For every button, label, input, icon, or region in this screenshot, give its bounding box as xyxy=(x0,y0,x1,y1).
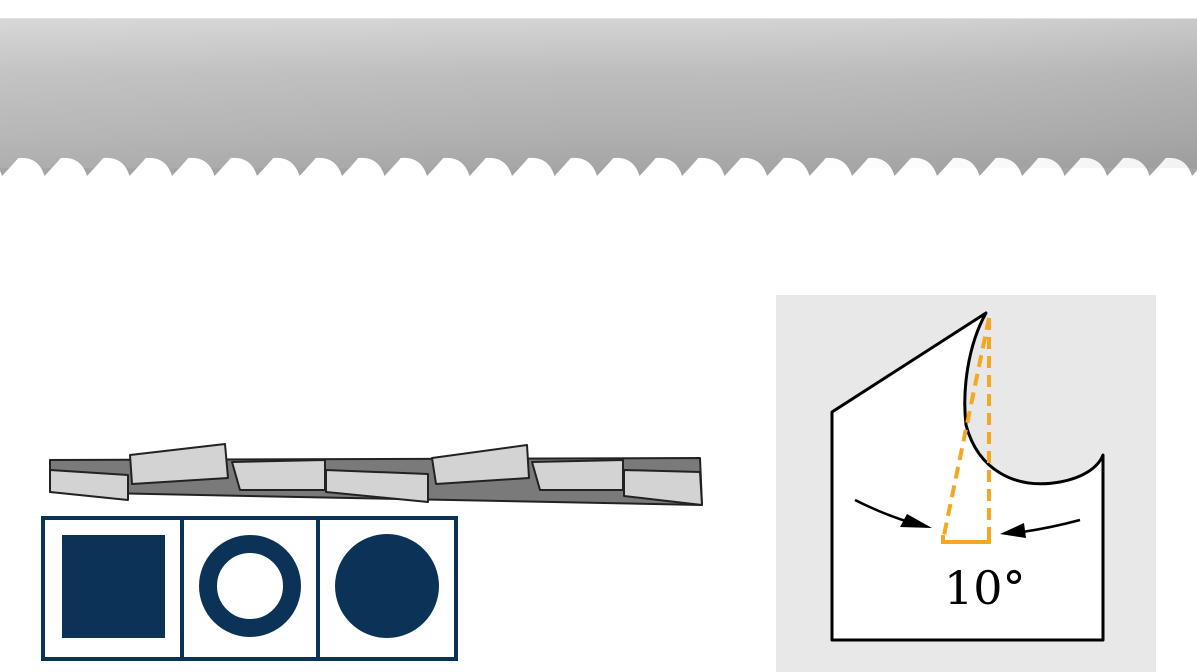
angle-bracket xyxy=(941,535,991,544)
right-arrow-line xyxy=(1021,518,1081,534)
tooth-outline xyxy=(830,311,1105,642)
saw-blade-strip xyxy=(0,18,1197,176)
tooth-set-profile-icon xyxy=(49,443,703,506)
tube-hollow-icon xyxy=(199,535,301,637)
material-shapes-panel xyxy=(41,516,458,661)
round-solid-icon xyxy=(335,534,439,638)
material-shapes-frame xyxy=(41,516,458,661)
angle-label: 10° xyxy=(944,561,1026,615)
tooth-geometry-panel: 10° xyxy=(776,295,1156,672)
right-arrowhead-icon xyxy=(1000,523,1026,538)
left-arrowhead-icon xyxy=(900,514,932,528)
square-solid-icon xyxy=(62,535,165,638)
